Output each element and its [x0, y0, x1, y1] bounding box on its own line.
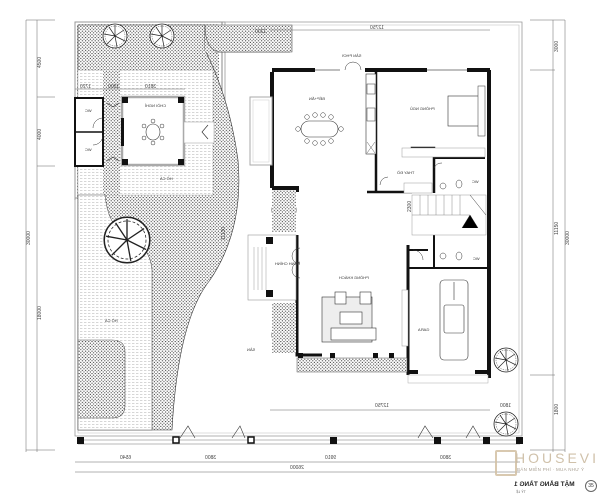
label-ho-ca-top: HỒ CÁ [160, 176, 173, 181]
label-phong-ngu: PHÒNG NGỦ [410, 106, 435, 111]
dim-side: 11130 [221, 226, 227, 240]
label-wc-left-b: WC [85, 147, 92, 152]
dim-left-total: 30000 [26, 231, 32, 245]
label-wc-top: WC [472, 179, 479, 184]
label-phong-khach: PHÒNG KHÁCH [339, 275, 369, 280]
dim-bottom-seg-3: 9910 [325, 455, 337, 461]
label-san-phoi: SÂN PHƠI [342, 53, 362, 58]
dim-bottom-total: 26000 [290, 465, 304, 471]
drawing-title: MẶT BẰNG TẦNG 1 [514, 481, 575, 488]
label-cho-nghi: CHÒI NGHỈ [145, 103, 167, 108]
dim-bottom-seg-4: 3800 [440, 455, 452, 461]
dim-left-wc-width: 1720 [80, 84, 92, 90]
front-fence [78, 439, 520, 445]
label-garage: GARA [418, 327, 430, 332]
dim-pavilion-gap: 1000 [108, 84, 120, 90]
dim-right-total: 30000 [565, 231, 571, 245]
sheet-number-badge: 35 [585, 480, 597, 492]
dim-bottom-house-width: 12750 [375, 403, 389, 409]
dim-bottom-small: 1800 [500, 403, 512, 409]
label-sanh-chinh: SẢNH CHÍNH [275, 261, 300, 266]
dim-right-seg-1: 3000 [554, 40, 560, 52]
dim-bottom-seg-1: 6540 [120, 455, 132, 461]
label-ho-ca-bottom: HỒ CÁ [105, 318, 118, 323]
dim-left-seg-3: 18000 [37, 306, 43, 320]
label-thay-do: THAY ĐỒ [397, 170, 415, 175]
watermark: HOUSEVIET BÁN MIỄN PHÍ · MUA NHƯ Ý [495, 448, 600, 478]
drawing-subtitle: TỶ LỆ [516, 490, 526, 494]
car [439, 279, 469, 361]
dim-right-seg-2: 11150 [554, 221, 560, 235]
watermark-brand: HOUSEVIET [515, 450, 600, 466]
dim-top-small-a: 1200 [255, 29, 267, 35]
label-wc-mid: WC [473, 256, 480, 261]
label-wc-left-a: WC [85, 108, 92, 113]
watermark-slogan: BÁN MIỄN PHÍ · MUA NHƯ Ý [517, 467, 585, 472]
dim-top-house-width: 12750 [370, 25, 384, 31]
dim-stair: 2300 [407, 200, 413, 212]
houseviet-logo-icon [495, 450, 517, 476]
label-san: SÂN [247, 347, 256, 352]
label-bep-an: BẾP+ĂN [309, 96, 325, 101]
dim-left-seg-1: 4500 [37, 56, 43, 68]
dim-right-seg-3: 1800 [554, 403, 560, 415]
staircase [411, 194, 487, 236]
dim-bottom-seg-2: 3800 [205, 455, 217, 461]
sofa-set [321, 291, 377, 343]
dim-left-seg-2: 4000 [37, 128, 43, 140]
dim-pavilion-width: 3810 [145, 84, 157, 90]
